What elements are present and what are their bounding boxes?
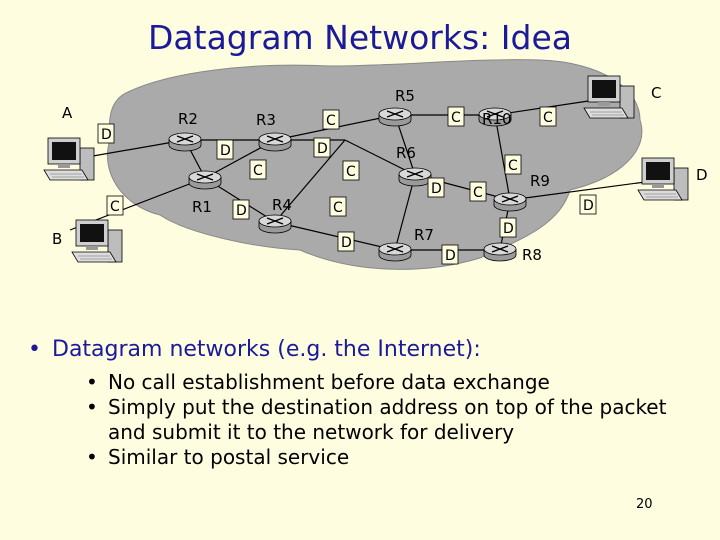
bullet-list: • Datagram networks (e.g. the Internet):… bbox=[28, 337, 708, 470]
packet-label: D bbox=[317, 141, 328, 157]
host-label-a: A bbox=[62, 104, 73, 122]
sub-bullet-text: Simply put the destination address on to… bbox=[108, 395, 667, 444]
host-label-c: C bbox=[651, 84, 661, 102]
packet-label: C bbox=[333, 200, 343, 216]
packet-label: C bbox=[508, 158, 518, 174]
packet-label: C bbox=[451, 110, 461, 126]
page-number: 20 bbox=[636, 497, 653, 512]
packet-label: D bbox=[431, 181, 442, 197]
sub-bullet-text: No call establishment before data exchan… bbox=[108, 370, 550, 394]
bullet-dot-icon: • bbox=[28, 337, 41, 362]
host-a-icon bbox=[43, 137, 95, 181]
packet-label: D bbox=[341, 235, 352, 251]
host-d-icon bbox=[637, 157, 689, 201]
router-label-r7: R7 bbox=[414, 226, 434, 244]
host-label-d: D bbox=[696, 166, 708, 184]
router-label-r1: R1 bbox=[192, 198, 212, 216]
sub-bullet: • No call establishment before data exch… bbox=[86, 370, 708, 395]
router-r3-icon bbox=[258, 132, 292, 152]
packet-label: D bbox=[445, 248, 456, 264]
host-c-icon bbox=[583, 75, 635, 119]
host-label-b: B bbox=[52, 230, 62, 248]
router-label-r4: R4 bbox=[272, 196, 292, 214]
main-bullet: • Datagram networks (e.g. the Internet): bbox=[28, 337, 708, 362]
bullet-dot-icon: • bbox=[86, 445, 98, 469]
packet-label: D bbox=[101, 127, 112, 143]
router-label-r6: R6 bbox=[396, 144, 416, 162]
router-label-r3: R3 bbox=[256, 111, 276, 129]
router-r6-icon bbox=[398, 167, 432, 187]
packet-label: C bbox=[543, 110, 553, 126]
router-r8-icon bbox=[483, 242, 517, 262]
packet-label: D bbox=[220, 143, 231, 159]
main-bullet-text: Datagram networks (e.g. the Internet): bbox=[52, 337, 481, 362]
router-r5-icon bbox=[378, 107, 412, 127]
packet-label: D bbox=[236, 203, 247, 219]
page-title: Datagram Networks: Idea bbox=[148, 18, 572, 57]
packet-label: C bbox=[346, 164, 356, 180]
bullet-dot-icon: • bbox=[86, 370, 98, 394]
packet-labels: D C D C C D C C D D C C D D C D C D bbox=[97, 106, 597, 265]
packet-label: D bbox=[503, 221, 514, 237]
router-label-r9: R9 bbox=[530, 172, 550, 190]
packet-label: C bbox=[110, 199, 120, 215]
router-label-r8: R8 bbox=[522, 246, 542, 264]
router-label-r10: R10 bbox=[482, 110, 512, 128]
host-b-icon bbox=[71, 219, 123, 263]
sub-bullet-text: Similar to postal service bbox=[108, 445, 350, 469]
router-r4-icon bbox=[258, 214, 292, 234]
sub-bullet-list: • No call establishment before data exch… bbox=[86, 370, 708, 470]
packet-label: C bbox=[253, 163, 263, 179]
router-r7-icon bbox=[378, 242, 412, 262]
packet-label: C bbox=[473, 185, 483, 201]
router-label-r2: R2 bbox=[178, 110, 198, 128]
router-r1-icon bbox=[188, 170, 222, 190]
packet-label: C bbox=[326, 113, 336, 129]
router-label-r5: R5 bbox=[395, 87, 415, 105]
router-r2-icon bbox=[168, 132, 202, 152]
router-r9-icon bbox=[493, 192, 527, 212]
sub-bullet: • Simply put the destination address on … bbox=[86, 395, 708, 445]
packet-label: D bbox=[583, 198, 594, 214]
network-cloud bbox=[106, 59, 643, 270]
sub-bullet: • Similar to postal service bbox=[86, 445, 708, 470]
bullet-dot-icon: • bbox=[86, 395, 98, 419]
